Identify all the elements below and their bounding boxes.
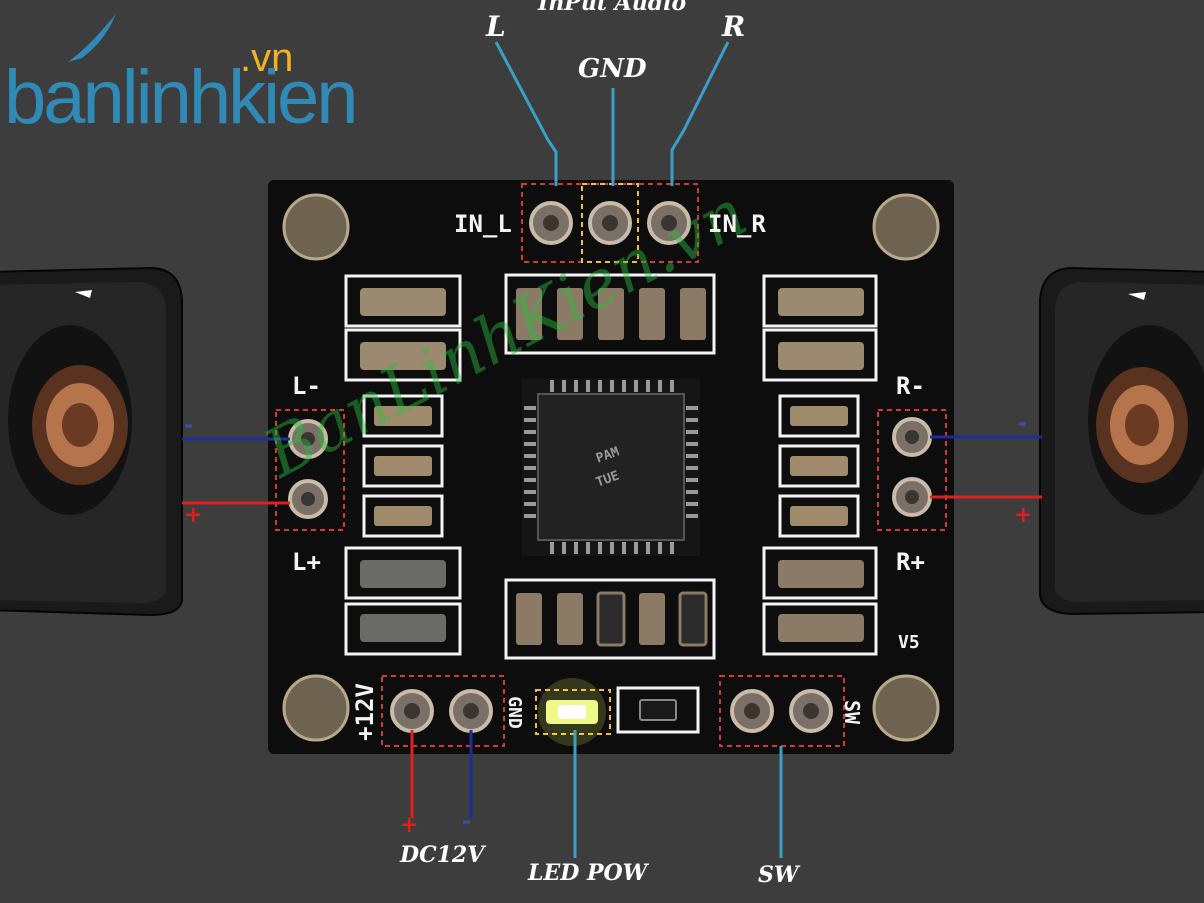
silk-r-plus: R+ xyxy=(896,548,925,576)
left-plus-marker: + xyxy=(184,502,203,528)
silk-r-minus: R- xyxy=(896,372,925,400)
logo-text: banlinhkien xyxy=(4,55,359,140)
left-output-header xyxy=(275,409,345,531)
speaker-wires xyxy=(182,435,1042,818)
led-pow-label: LED POW xyxy=(528,860,648,886)
callout-lines xyxy=(494,41,783,858)
sw-label: SW xyxy=(758,862,799,888)
power-led xyxy=(535,678,611,746)
left-speaker xyxy=(0,266,183,617)
silk-l-minus: L- xyxy=(292,372,321,400)
silk-plus12v: +12V xyxy=(350,683,379,741)
logo-suffix: .vn xyxy=(240,36,294,80)
silk-l-plus: L+ xyxy=(292,548,321,576)
dc-plus-marker: + xyxy=(400,812,419,838)
gnd-label: GND xyxy=(578,54,647,84)
left-minus-marker: - xyxy=(184,412,194,438)
silk-v5: V5 xyxy=(898,632,920,653)
right-channel-label: R xyxy=(722,10,746,43)
silk-outlines xyxy=(344,273,878,734)
right-speaker xyxy=(1039,266,1204,616)
speaker-logo-icon xyxy=(1128,292,1146,300)
dc12v-label: DC12V xyxy=(400,842,485,868)
left-channel-label: L xyxy=(486,10,506,43)
power-header xyxy=(381,675,505,747)
dc-minus-marker: - xyxy=(462,808,472,834)
site-logo: .vn banlinhkien xyxy=(4,10,359,150)
silk-gnd: GND xyxy=(503,696,525,729)
input-audio-label: InPut Audio xyxy=(538,0,687,16)
silk-in-r: IN_R xyxy=(708,210,766,238)
switch-header xyxy=(719,675,845,747)
right-minus-marker: - xyxy=(1018,410,1028,436)
mounting-holes xyxy=(282,193,940,742)
input-header xyxy=(521,183,699,263)
silk-sw: SW xyxy=(840,699,865,725)
amplifier-chip xyxy=(522,378,700,556)
silk-in-l: IN_L xyxy=(454,210,512,238)
speaker-logo-icon xyxy=(75,290,92,298)
right-plus-marker: + xyxy=(1014,502,1033,528)
smd-components xyxy=(360,288,864,721)
